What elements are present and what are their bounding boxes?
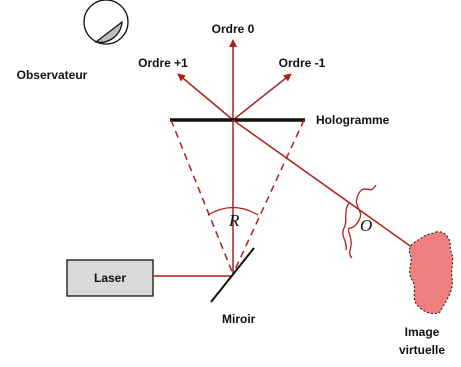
- laser-label: Laser: [94, 271, 126, 285]
- reference-beam-label: R: [228, 211, 240, 230]
- order-minus1-arrow: [232, 73, 292, 121]
- virtual-image-blob: [408, 231, 454, 315]
- order-plus1-label: Ordre +1: [138, 56, 188, 70]
- mirror: [210, 247, 255, 303]
- reference-cone-right: [232, 119, 305, 275]
- object-beam-line: [232, 119, 414, 249]
- wavefront-squiggle-1: [347, 184, 377, 259]
- wavefront-squiggle-2: [342, 202, 350, 251]
- mirror-label: Miroir: [222, 312, 256, 326]
- virtual-image-label-line2: virtuelle: [399, 343, 445, 357]
- object-beam-label: O: [360, 216, 372, 235]
- order-minus1-label: Ordre -1: [279, 56, 326, 70]
- laser-box: [66, 259, 154, 297]
- order-plus1-arrow: [177, 73, 234, 121]
- observer-label: Observateur: [17, 68, 88, 82]
- observer-eye-icon: [83, 0, 129, 45]
- virtual-image-label-line1: Image: [405, 325, 440, 339]
- order-0-label: Ordre 0: [212, 22, 255, 36]
- hologram-label: Hologramme: [316, 113, 390, 127]
- reference-cone-left: [170, 119, 234, 275]
- reference-angle-arc: [207, 206, 259, 216]
